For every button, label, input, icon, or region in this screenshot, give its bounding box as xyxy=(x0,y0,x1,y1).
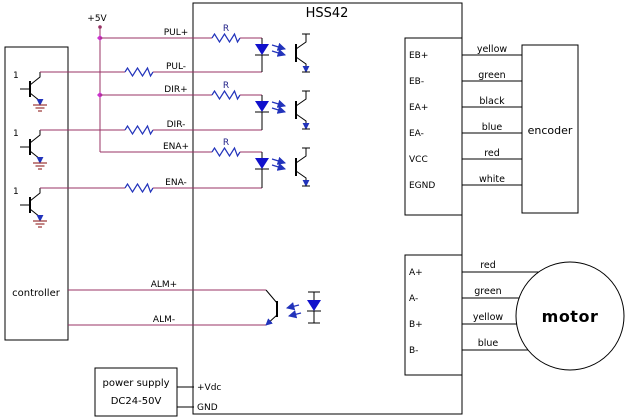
controller-box: controller 1 1 xyxy=(4,46,69,341)
pin-label-b-minus: B- xyxy=(409,346,418,356)
encoder-connector xyxy=(404,37,463,216)
resistor-label: R xyxy=(223,24,229,34)
gnd-label: GND xyxy=(197,403,218,413)
pin-label-eb-plus: EB+ xyxy=(409,51,428,61)
encoder-box xyxy=(521,44,579,214)
resistor-label: R xyxy=(223,81,229,91)
wire-color-label-blue: blue xyxy=(478,338,499,349)
wire-color-label-red: red xyxy=(484,148,500,159)
power-supply: power supply DC24-50V +Vdc GND xyxy=(94,367,221,417)
v5-rail: +5V xyxy=(87,14,108,152)
motor-section: A+ A- B+ B- motor red green yellow blue xyxy=(404,254,625,376)
pin-label-vcc: VCC xyxy=(409,155,428,165)
ground-symbol xyxy=(33,162,47,170)
optocoupler-dir xyxy=(255,90,310,130)
optocoupler-ena xyxy=(255,147,310,188)
signal-label-pul-plus: PUL+ xyxy=(164,28,189,38)
pin-label-a-plus: A+ xyxy=(409,268,423,278)
encoder-section: EB+ EB- EA+ EA- VCC EGND yellow green bl… xyxy=(404,37,579,216)
signal-label-alm-plus: ALM+ xyxy=(151,280,177,290)
signal-label-alm-minus: ALM- xyxy=(153,315,175,325)
channel-dir: R DIR+ DIR- xyxy=(40,81,310,136)
pin-label-b-plus: B+ xyxy=(409,320,423,330)
power-supply-outline xyxy=(94,367,178,417)
v5-label: +5V xyxy=(87,14,107,24)
signal-label-dir-plus: DIR+ xyxy=(164,85,187,95)
controller-label: controller xyxy=(12,288,61,299)
wire-color-label-blue: blue xyxy=(482,122,503,133)
wire-color-label-red: red xyxy=(480,260,496,271)
driver-title: HSS42 xyxy=(306,6,349,21)
resistor-dir-minus xyxy=(124,124,154,136)
wire-color-label-yellow: yellow xyxy=(473,312,504,323)
controller-outline xyxy=(4,46,69,341)
led-alm xyxy=(307,300,321,311)
pin-label-ea-plus: EA+ xyxy=(409,103,428,113)
pin-label-ea-minus: EA- xyxy=(409,129,424,139)
pin-label-a-minus: A- xyxy=(409,294,418,304)
transistor-label: 1 xyxy=(13,187,19,197)
led-dir xyxy=(255,101,269,112)
signal-label-ena-minus: ENA- xyxy=(165,178,187,188)
resistor-pul-plus xyxy=(211,32,241,44)
resistor-label: R xyxy=(223,138,229,148)
resistor-ena-plus xyxy=(211,146,241,158)
resistor-pul-minus xyxy=(124,66,154,78)
controller-transistor-1: 1 xyxy=(13,71,47,112)
power-supply-voltage: DC24-50V xyxy=(111,396,162,407)
optocoupler-pul xyxy=(255,33,310,73)
wire-color-label-green: green xyxy=(478,70,505,81)
transistor-label: 1 xyxy=(13,129,19,139)
channel-pul: R PUL+ PUL- xyxy=(40,24,310,78)
channel-ena: R ENA+ ENA- xyxy=(40,138,310,194)
transistor-label: 1 xyxy=(13,71,19,81)
signal-label-ena-plus: ENA+ xyxy=(163,142,189,152)
pin-label-eb-minus: EB- xyxy=(409,77,424,87)
power-supply-name: power supply xyxy=(102,378,169,389)
led-pul xyxy=(255,44,269,55)
ground-symbol xyxy=(33,104,47,112)
led-ena xyxy=(255,158,269,169)
signal-label-dir-minus: DIR- xyxy=(167,120,186,130)
resistor-ena-minus xyxy=(124,182,154,194)
controller-transistor-3: 1 xyxy=(13,187,47,228)
wire-color-label-green: green xyxy=(474,286,501,297)
resistor-dir-plus xyxy=(211,89,241,101)
optocoupler-alm xyxy=(265,289,321,326)
wire-color-label-white: white xyxy=(479,174,505,185)
motor-label: motor xyxy=(542,307,599,326)
wire-color-label-yellow: yellow xyxy=(477,44,508,55)
signal-label-pul-minus: PUL- xyxy=(166,62,186,72)
pin-label-egnd: EGND xyxy=(409,181,435,191)
vdc-label: +Vdc xyxy=(197,383,221,393)
channel-alm: ALM+ ALM- xyxy=(68,280,321,326)
wire-color-label-black: black xyxy=(479,96,505,107)
motor-body xyxy=(515,261,625,371)
encoder-label: encoder xyxy=(528,124,573,137)
controller-transistor-2: 1 xyxy=(13,129,47,170)
motor-connector xyxy=(404,254,463,376)
ground-symbol xyxy=(33,220,47,228)
